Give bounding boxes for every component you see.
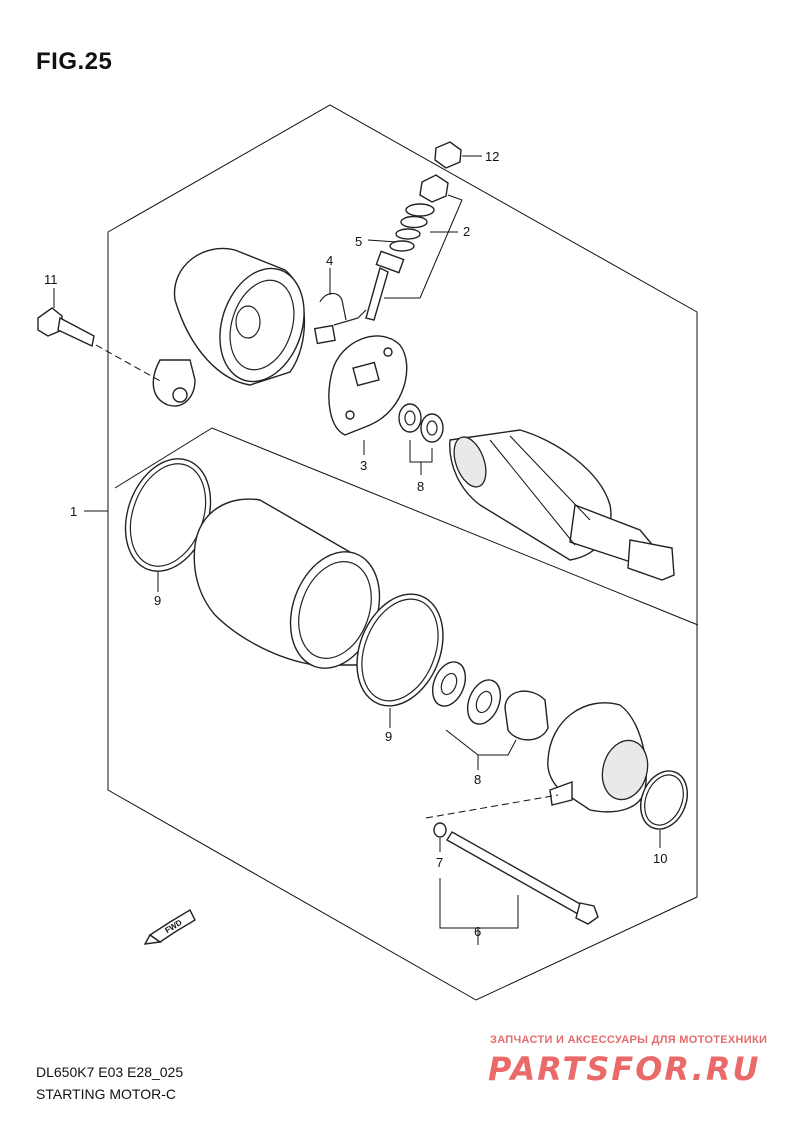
terminal-stack (365, 174, 463, 321)
armature (449, 429, 675, 581)
label-part-8-bottom: 8 (474, 772, 481, 787)
brush-clip-4 (313, 268, 367, 345)
front-housing (425, 702, 649, 819)
nut-12 (434, 141, 482, 169)
figure-title: FIG.25 (36, 48, 113, 75)
rear-housing (95, 247, 306, 407)
diagram-subtitle: STARTING MOTOR-C (36, 1086, 176, 1102)
assembly-bracket (114, 427, 699, 626)
watermark-tagline: ЗАПЧАСТИ И АКСЕССУАРЫ ДЛЯ МОТОТЕХНИКИ (490, 1034, 768, 1046)
label-part-9-left: 9 (154, 593, 161, 608)
label-part-3: 3 (360, 458, 367, 473)
long-bolt-6 (433, 822, 599, 945)
diagram-code: DL650K7 E03 E28_025 (36, 1064, 184, 1080)
o-ring-9-left (124, 458, 212, 592)
washers-8-bottom (431, 661, 549, 770)
label-part-4: 4 (326, 253, 333, 268)
o-ring-9-right (356, 593, 444, 728)
label-part-7: 7 (436, 855, 443, 870)
label-part-5: 5 (355, 234, 362, 249)
label-part-6: 6 (474, 924, 481, 939)
bolt-11 (37, 288, 95, 348)
label-part-10: 10 (653, 851, 667, 866)
watermark-logo: PARTSFOR.RU (488, 1050, 761, 1088)
label-part-12: 12 (485, 149, 499, 164)
label-part-2: 2 (463, 224, 470, 239)
label-part-11: 11 (44, 272, 58, 287)
label-part-1: 1 (70, 504, 77, 519)
label-part-8-top: 8 (417, 479, 424, 494)
washers-8-top (398, 403, 444, 475)
brush-plate-3 (328, 335, 408, 455)
diagram-frame (107, 104, 698, 1001)
o-ring-10 (640, 770, 688, 848)
label-part-9-right: 9 (385, 729, 392, 744)
fwd-arrow (143, 909, 196, 945)
